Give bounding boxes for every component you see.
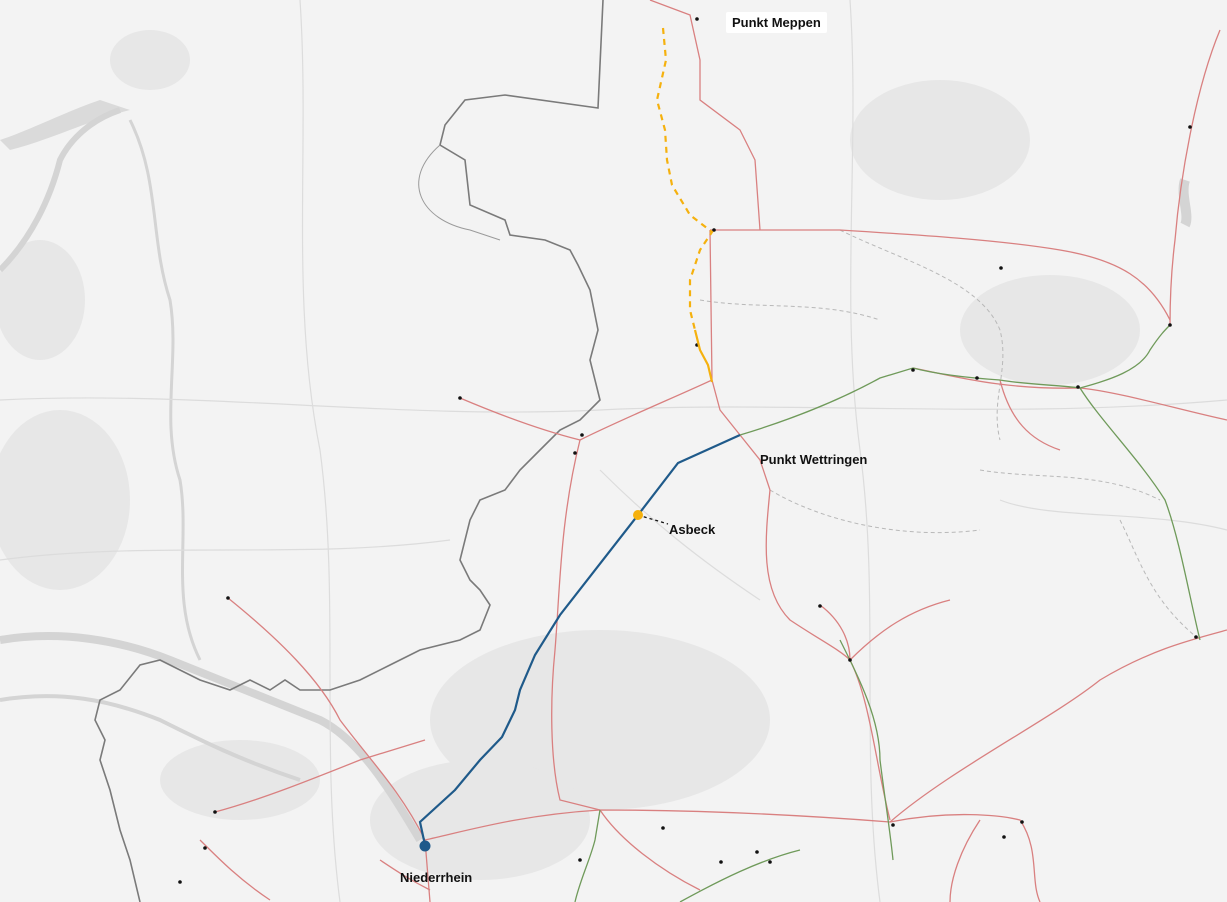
pipeline-orange (693, 329, 714, 383)
asbeck-leader-line (637, 514, 669, 525)
label-asbeck[interactable]: Asbeck (669, 522, 716, 537)
regional-border (418, 144, 501, 241)
forest-areas (0, 30, 1140, 880)
label-niederrhein[interactable]: Niederrhein (400, 870, 473, 885)
niederrhein-marker[interactable] (419, 840, 431, 852)
asbeck-marker[interactable] (633, 510, 643, 520)
pipeline-orange-planned (655, 27, 714, 331)
water-bodies (0, 100, 1192, 843)
railway-lines (199, 0, 1227, 902)
national-border (94, 0, 604, 902)
district-borders (699, 229, 1201, 641)
town-markers (178, 17, 1198, 884)
label-punkt-meppen[interactable]: Punkt Meppen (726, 12, 827, 33)
secondary-lines (574, 324, 1201, 902)
pipeline-blue (418, 433, 741, 846)
label-punkt-wettringen[interactable]: Punkt Wettringen (760, 452, 868, 467)
